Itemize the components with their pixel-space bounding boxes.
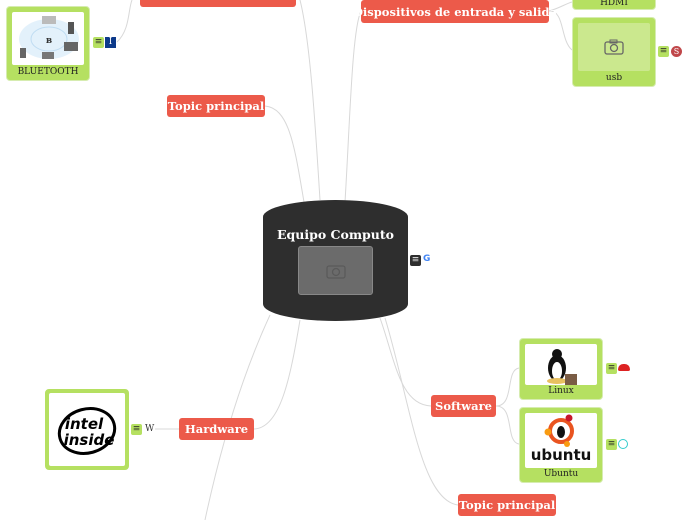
svg-text:ʙ: ʙ bbox=[46, 36, 52, 46]
svg-text:intel: intel bbox=[65, 415, 104, 433]
topic-principal-bottom[interactable]: Topic principal bbox=[458, 494, 556, 516]
node-label: Linux bbox=[548, 386, 574, 396]
image-node-ubuntu[interactable]: ubuntu Ubuntu bbox=[519, 407, 603, 483]
note-icon[interactable]: ≡ bbox=[93, 37, 104, 48]
node-label: HDMI bbox=[600, 0, 628, 8]
topic-label: Topic principal bbox=[458, 498, 556, 512]
topic-hardware[interactable]: Hardware bbox=[179, 418, 254, 440]
topic-label: Software bbox=[435, 399, 492, 413]
note-icon[interactable]: ≡ bbox=[131, 424, 142, 435]
image-node-hdmi[interactable]: HDMI bbox=[572, 0, 656, 10]
node-label: usb bbox=[605, 73, 623, 83]
node-label: BLUETOOTH bbox=[17, 67, 79, 77]
g-swirl-icon[interactable] bbox=[618, 439, 628, 449]
camera-icon bbox=[325, 264, 346, 279]
image-node-usb[interactable]: usb bbox=[572, 17, 656, 87]
wikipedia-icon[interactable]: I bbox=[105, 37, 116, 48]
image-placeholder bbox=[298, 246, 373, 295]
topic-label: Hardware bbox=[184, 422, 249, 436]
note-icon[interactable]: ≡ bbox=[606, 363, 617, 374]
note-icon[interactable]: ≡ bbox=[658, 46, 669, 57]
topic-label: Topic principal bbox=[167, 99, 265, 113]
node-label: Ubuntu bbox=[543, 469, 579, 479]
central-topic[interactable]: Equipo Computo bbox=[263, 200, 408, 321]
note-icon[interactable]: ≡ bbox=[606, 439, 617, 450]
bluetooth-image: ʙ bbox=[12, 12, 84, 65]
image-node-bluetooth[interactable]: ʙ BLUETOOTH bbox=[6, 6, 90, 81]
camera-icon bbox=[604, 39, 624, 55]
svg-text:inside: inside bbox=[64, 431, 115, 449]
topic-label: Dispositivos de entrada y salida bbox=[352, 4, 558, 19]
google-icon[interactable]: G bbox=[423, 254, 431, 264]
wikipedia-w-icon[interactable]: W bbox=[145, 424, 155, 434]
image-node-linux[interactable]: Linux bbox=[519, 338, 603, 400]
image-node-intel[interactable]: intel inside bbox=[45, 389, 129, 470]
image-placeholder bbox=[578, 23, 650, 71]
ubuntu-wordmark: ubuntu bbox=[530, 446, 592, 464]
intel-logo: intel inside bbox=[49, 393, 125, 466]
note-icon[interactable]: ≡ bbox=[410, 255, 421, 266]
tux-penguin-icon bbox=[547, 349, 577, 385]
topic-dispositivos[interactable]: Dispositivos de entrada y salida bbox=[353, 0, 557, 23]
linux-image bbox=[525, 344, 597, 385]
redhat-icon[interactable] bbox=[618, 364, 630, 371]
intel-inside-logo: intel inside bbox=[57, 406, 117, 455]
s-icon[interactable]: S bbox=[671, 46, 682, 57]
central-title: Equipo Computo bbox=[277, 227, 394, 242]
topic-software[interactable]: Software bbox=[431, 395, 496, 417]
ubuntu-logo: ubuntu bbox=[525, 413, 597, 468]
bluetooth-devices-icon: ʙ bbox=[19, 16, 79, 59]
topic-principal-left[interactable]: Topic principal bbox=[167, 95, 265, 117]
ubuntu-circle-of-friends-icon bbox=[544, 414, 574, 447]
topic-partial[interactable] bbox=[140, 0, 296, 7]
